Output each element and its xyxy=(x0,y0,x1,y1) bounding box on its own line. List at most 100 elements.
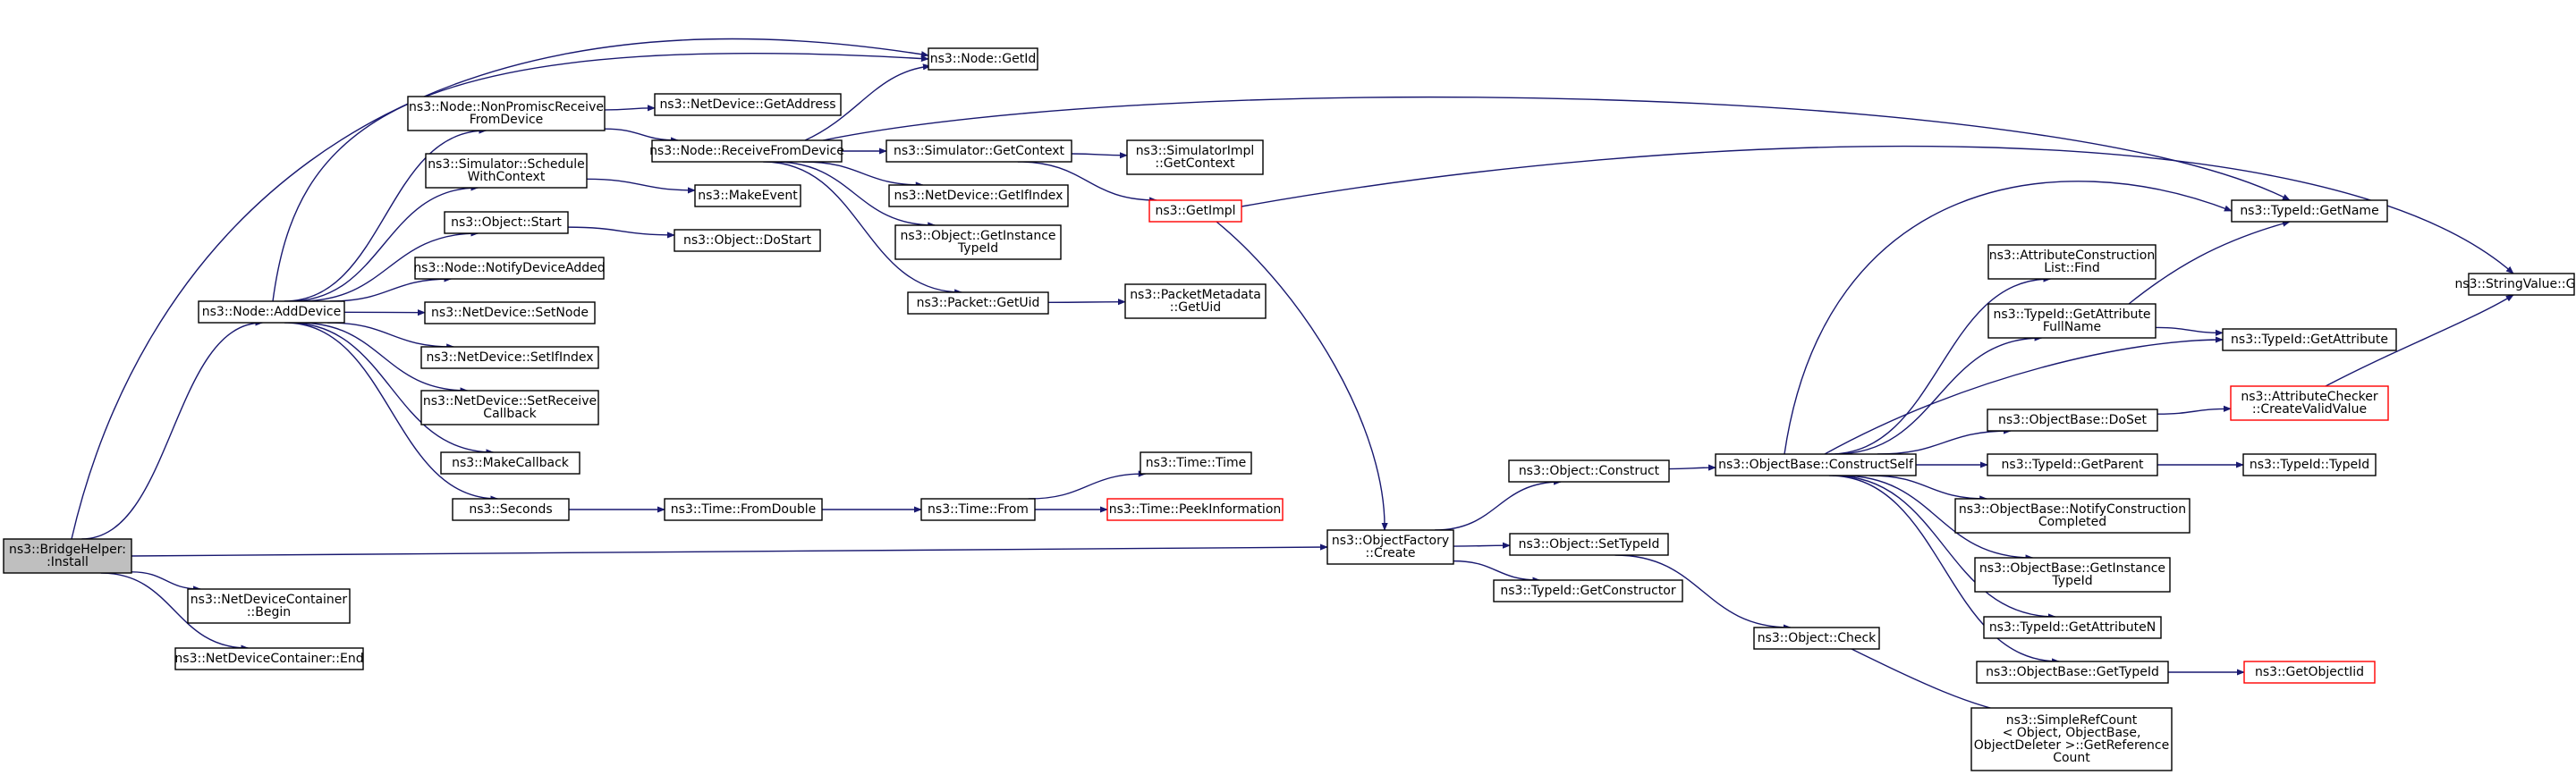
node-makecallback[interactable]: ns3::MakeCallback xyxy=(440,451,580,475)
node-box[interactable] xyxy=(3,538,132,574)
node-objectdostart[interactable]: ns3::Object::DoStart xyxy=(674,229,821,252)
node-box[interactable] xyxy=(1326,529,1454,565)
node-install[interactable]: ns3::BridgeHelper::Install xyxy=(3,538,132,574)
node-peekinformation[interactable]: ns3::Time::PeekInformation xyxy=(1106,498,1284,521)
node-ndcend[interactable]: ns3::NetDeviceContainer::End xyxy=(174,647,364,670)
node-box[interactable] xyxy=(2243,661,2376,684)
node-setifindex[interactable]: ns3::NetDevice::SetIfIndex xyxy=(420,346,599,369)
node-box[interactable] xyxy=(1987,453,2158,476)
node-box[interactable] xyxy=(407,96,606,131)
node-objectbasegettypeid[interactable]: ns3::ObjectBase::GetTypeId xyxy=(1976,661,2169,684)
node-box[interactable] xyxy=(187,588,351,624)
node-getid[interactable]: ns3::Node::GetId xyxy=(928,47,1038,71)
node-createvalidvalue[interactable]: ns3::AttributeChecker::CreateValidValue xyxy=(2230,385,2389,421)
node-simgetcontext[interactable]: ns3::Simulator::GetContext xyxy=(886,139,1072,163)
node-box[interactable] xyxy=(1987,409,2158,432)
node-box[interactable] xyxy=(424,301,596,324)
node-box[interactable] xyxy=(440,451,580,475)
node-getobjectiid[interactable]: ns3::GetObjectIid xyxy=(2243,661,2376,684)
node-objectsettypeid[interactable]: ns3::Object::SetTypeId xyxy=(1509,533,1669,556)
node-box[interactable] xyxy=(1970,707,2173,771)
node-box[interactable] xyxy=(674,229,821,252)
node-box[interactable] xyxy=(1987,303,2157,339)
node-box[interactable] xyxy=(1753,627,1880,650)
node-box[interactable] xyxy=(907,291,1049,315)
node-box[interactable] xyxy=(1976,661,2169,684)
node-box[interactable] xyxy=(651,139,843,163)
node-box[interactable] xyxy=(1148,199,1242,223)
node-box[interactable] xyxy=(920,498,1036,521)
node-adddevice[interactable]: ns3::Node::AddDevice xyxy=(198,300,345,324)
node-timefrom[interactable]: ns3::Time::From xyxy=(920,498,1036,521)
node-objectcheck[interactable]: ns3::Object::Check xyxy=(1753,627,1880,650)
node-getattributen[interactable]: ns3::TypeId::GetAttributeN xyxy=(1983,616,2162,639)
node-box[interactable] xyxy=(2468,273,2575,296)
node-box[interactable] xyxy=(694,184,801,207)
node-stringvalueget[interactable]: ns3::StringValue::Get xyxy=(2454,273,2576,296)
node-box[interactable] xyxy=(664,498,823,521)
node-box[interactable] xyxy=(1983,616,2162,639)
node-constructself[interactable]: ns3::ObjectBase::ConstructSelf xyxy=(1715,453,1917,476)
node-box[interactable] xyxy=(2242,453,2377,476)
node-factorycreate[interactable]: ns3::ObjectFactory::Create xyxy=(1326,529,1454,565)
node-packetgetuid[interactable]: ns3::Packet::GetUid xyxy=(907,291,1049,315)
node-typeidgetattribute[interactable]: ns3::TypeId::GetAttribute xyxy=(2222,328,2397,351)
node-typeidgetconstructor[interactable]: ns3::TypeId::GetConstructor xyxy=(1493,579,1683,602)
node-box[interactable] xyxy=(1954,498,2190,534)
node-box[interactable] xyxy=(2230,385,2389,421)
node-ndcbegin[interactable]: ns3::NetDeviceContainer::Begin xyxy=(187,588,351,624)
node-simplerefcount[interactable]: ns3::SimpleRefCount< Object, ObjectBase,… xyxy=(1970,707,2173,771)
node-getimpl[interactable]: ns3::GetImpl xyxy=(1148,199,1242,223)
node-setnode[interactable]: ns3::NetDevice::SetNode xyxy=(424,301,596,324)
node-box[interactable] xyxy=(888,184,1069,207)
node-box[interactable] xyxy=(452,498,570,521)
node-box[interactable] xyxy=(420,346,599,369)
node-box[interactable] xyxy=(1106,498,1284,521)
node-box[interactable] xyxy=(425,153,588,189)
node-makeevent[interactable]: ns3::MakeEvent xyxy=(694,184,801,207)
node-getifindex[interactable]: ns3::NetDevice::GetIfIndex xyxy=(888,184,1069,207)
node-box[interactable] xyxy=(1493,579,1683,602)
node-box[interactable] xyxy=(1124,283,1267,319)
node-typeidgetparent[interactable]: ns3::TypeId::GetParent xyxy=(1987,453,2158,476)
node-notifyconstructioncompleted[interactable]: ns3::ObjectBase::NotifyConstructionCompl… xyxy=(1954,498,2190,534)
node-box[interactable] xyxy=(654,93,842,116)
node-box[interactable] xyxy=(1715,453,1917,476)
node-box[interactable] xyxy=(414,257,605,280)
node-box[interactable] xyxy=(1974,557,2171,593)
node-box[interactable] xyxy=(444,211,569,234)
node-objectstart[interactable]: ns3::Object::Start xyxy=(444,211,569,234)
node-seconds[interactable]: ns3::Seconds xyxy=(452,498,570,521)
node-box[interactable] xyxy=(1509,533,1669,556)
node-typeidtypeid[interactable]: ns3::TypeId::TypeId xyxy=(2242,453,2377,476)
node-box[interactable] xyxy=(1508,459,1670,483)
node-box[interactable] xyxy=(894,224,1062,260)
node-timetime[interactable]: ns3::Time::Time xyxy=(1140,451,1252,475)
node-box[interactable] xyxy=(174,647,364,670)
node-box[interactable] xyxy=(1140,451,1252,475)
node-box[interactable] xyxy=(1987,244,2157,280)
node-notifydeviceadded[interactable]: ns3::Node::NotifyDeviceAdded xyxy=(413,257,606,280)
node-objectbasedoset[interactable]: ns3::ObjectBase::DoSet xyxy=(1987,409,2158,432)
node-simimplgetcontext[interactable]: ns3::SimulatorImpl::GetContext xyxy=(1126,139,1264,175)
node-box[interactable] xyxy=(198,300,345,324)
node-box[interactable] xyxy=(886,139,1072,163)
node-box[interactable] xyxy=(1126,139,1264,175)
node-box[interactable] xyxy=(420,390,599,425)
node-receivefromdevice[interactable]: ns3::Node::ReceiveFromDevice xyxy=(649,139,844,163)
node-box[interactable] xyxy=(928,47,1038,71)
node-box[interactable] xyxy=(2222,328,2397,351)
node-objectconstruct[interactable]: ns3::Object::Construct xyxy=(1508,459,1670,483)
node-getaddress[interactable]: ns3::NetDevice::GetAddress xyxy=(654,93,842,116)
node-box[interactable] xyxy=(2231,199,2388,223)
node-packetmetadatagetuid[interactable]: ns3::PacketMetadata::GetUid xyxy=(1124,283,1267,319)
node-fromdouble[interactable]: ns3::Time::FromDouble xyxy=(664,498,823,521)
node-typeidgetname[interactable]: ns3::TypeId::GetName xyxy=(2231,199,2388,223)
